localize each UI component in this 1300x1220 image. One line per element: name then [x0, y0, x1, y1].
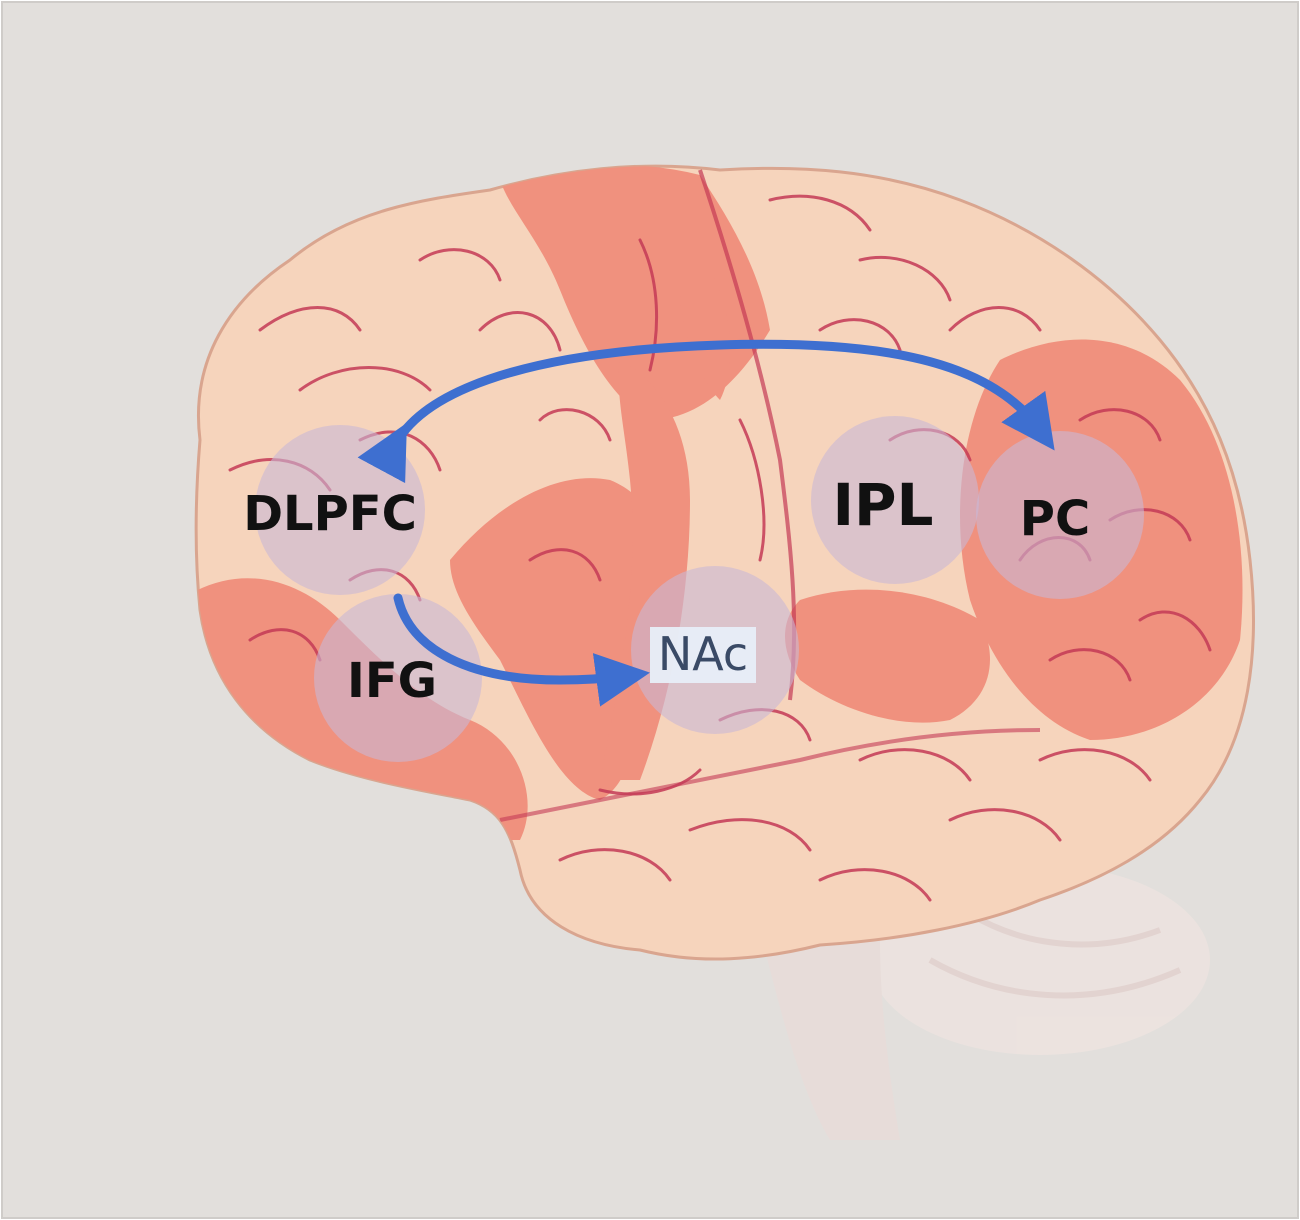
ifg-label: IFG — [347, 653, 437, 709]
ifg-circle — [314, 594, 482, 762]
highlight-temporoparietal — [785, 589, 990, 723]
dlpfc-label: DLPFC — [243, 486, 417, 542]
nac-label-background — [650, 627, 756, 683]
arrow-dlpfc-pc — [357, 339, 1055, 484]
pc-label: PC — [1020, 491, 1090, 547]
connections — [357, 339, 1055, 707]
ipl-label: IPL — [832, 471, 933, 539]
arrow-dlpfc-nac — [393, 593, 650, 707]
lateral-fissure — [499, 728, 1041, 822]
nac-label: NAc — [658, 627, 748, 681]
